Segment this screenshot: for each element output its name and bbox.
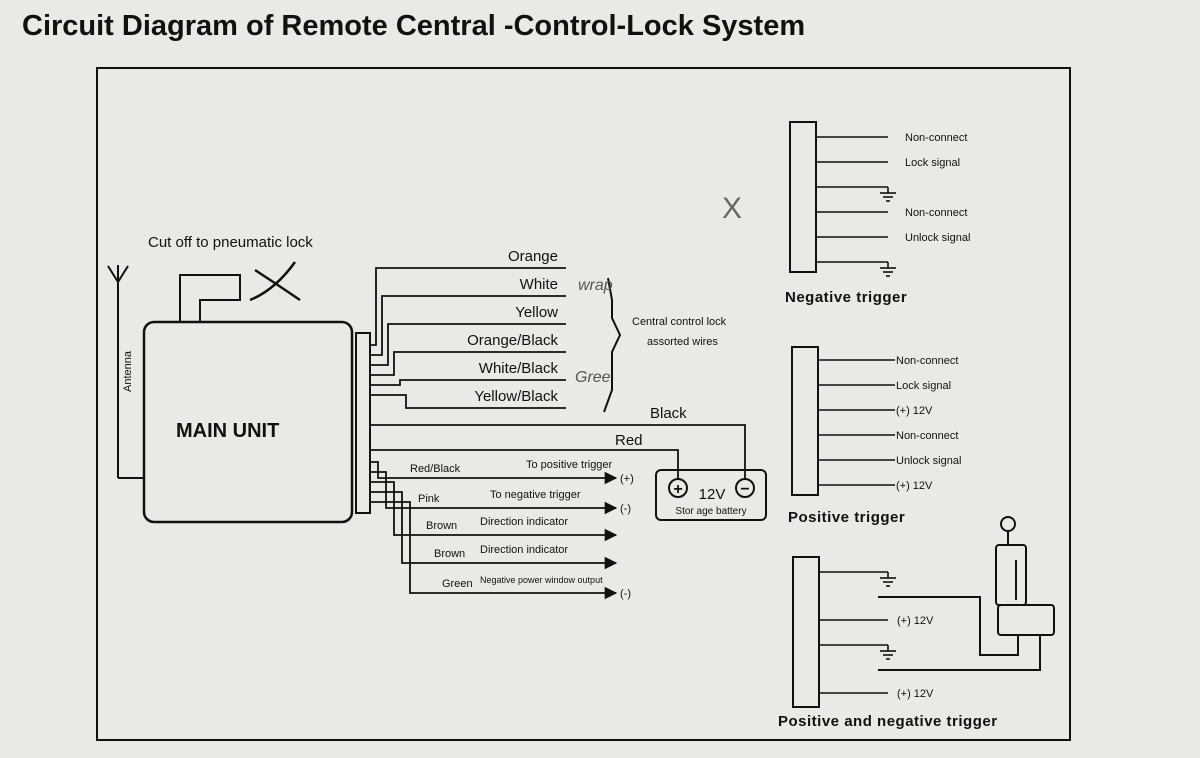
diagram-title: Circuit Diagram of Remote Central -Contr… (22, 10, 805, 42)
connector-pin-label: Non-connect (905, 132, 967, 144)
output-wire-name: Brown (434, 548, 465, 560)
output-wire-desc: Direction indicator (480, 516, 568, 528)
lock-wire-line (370, 379, 566, 386)
output-wire-name: Green (442, 578, 473, 590)
antenna-icon (107, 265, 145, 479)
connector-pin-label: (+) 12V (896, 405, 933, 417)
output-wire-line (370, 461, 618, 485)
ground-icon (880, 187, 896, 202)
output-wire-desc: To positive trigger (526, 459, 613, 471)
wire-group-brace (603, 277, 622, 413)
connector-pin-label: Unlock signal (905, 232, 970, 244)
lock-wires-group: OrangeWhiteYellowOrange/BlackWhite/Black… (370, 248, 566, 409)
connector-pin-label: (+) 12V (897, 615, 934, 627)
output-polarity: (-) (620, 503, 631, 515)
lock-wire-label: White (520, 276, 558, 293)
lock-wire-line (370, 267, 566, 346)
battery-plus-sign: + (673, 481, 682, 498)
ground-icon (880, 645, 896, 660)
connector-pin-label: (+) 12V (896, 480, 933, 492)
battery-minus-sign: − (740, 481, 749, 498)
connector-pin-label: Non-connect (896, 355, 958, 367)
posneg-trigger-caption: Positive and negative trigger (778, 713, 998, 730)
positive-trigger-caption: Positive trigger (788, 509, 905, 526)
lock-wire-label: Yellow/Black (474, 388, 558, 405)
wire-harness-connector (355, 332, 371, 514)
output-wire-desc: To negative trigger (490, 489, 581, 501)
posneg-trigger-connector: (+) 12V (+) 12V (792, 556, 934, 708)
output-wires-group: Red/Black To positive trigger (+) Pink To ne… (370, 459, 634, 600)
lock-wire-label: Orange (508, 248, 558, 265)
output-wire-line (370, 501, 618, 600)
handwritten-x-mark: X (722, 192, 742, 225)
connector-pin-label: (+) 12V (897, 688, 934, 700)
lock-wire-label: White/Black (479, 360, 559, 377)
battery-label: Stor age battery (675, 506, 746, 517)
connector-housing (789, 121, 817, 273)
lock-wire-line (370, 351, 566, 376)
main-unit-box (142, 320, 354, 524)
output-wire-line (370, 481, 618, 542)
negative-trigger-caption: Negative trigger (785, 289, 907, 306)
connector-pin-label: Non-connect (905, 207, 967, 219)
door-lock-actuator-icon (878, 516, 1055, 671)
lock-wire-line (370, 394, 566, 409)
main-unit-label: MAIN UNIT (176, 420, 279, 442)
lock-group-line2: assorted wires (647, 336, 718, 348)
output-wire-line (370, 491, 618, 570)
connector-pin-label: Lock signal (905, 157, 960, 169)
output-wire-name: Red/Black (410, 463, 461, 475)
connector-housing (791, 346, 819, 496)
lock-group-line1: Central control lock (632, 316, 727, 328)
output-wire-name: Pink (418, 493, 440, 505)
connector-housing (792, 556, 820, 708)
scissors-icon (249, 261, 301, 302)
antenna-label: Antenna (122, 350, 134, 392)
handwritten-note-2: Gree (575, 369, 611, 386)
diagram-frame (96, 67, 1071, 741)
lock-wire-line (370, 295, 566, 356)
wire-label-black: Black (650, 405, 687, 422)
storage-battery (655, 469, 767, 521)
lock-wire-label: Orange/Black (467, 332, 558, 349)
battery-minus-terminal (735, 478, 755, 498)
output-wire-desc: Negative power window output (480, 575, 603, 585)
battery-plus-terminal (668, 478, 688, 498)
power-wires (370, 424, 746, 478)
lock-wire-line (370, 323, 566, 366)
pneumatic-loop (179, 274, 241, 322)
lock-wire-label: Yellow (515, 304, 558, 321)
output-polarity: (-) (620, 588, 631, 600)
output-wire-desc: Direction indicator (480, 544, 568, 556)
cutoff-label: Cut off to pneumatic lock (148, 234, 313, 251)
output-wire-name: Brown (426, 520, 457, 532)
ground-icon (880, 262, 896, 277)
wire-label-red: Red (615, 432, 643, 449)
output-polarity: (+) (620, 473, 634, 485)
output-wire-line (370, 471, 618, 515)
connector-pin-label: Lock signal (896, 380, 951, 392)
ground-icon (880, 572, 896, 587)
handwritten-note-1: wrap (578, 277, 613, 294)
connector-pin-label: Unlock signal (896, 455, 961, 467)
battery-voltage: 12V (699, 486, 726, 503)
connector-pin-label: Non-connect (896, 430, 958, 442)
